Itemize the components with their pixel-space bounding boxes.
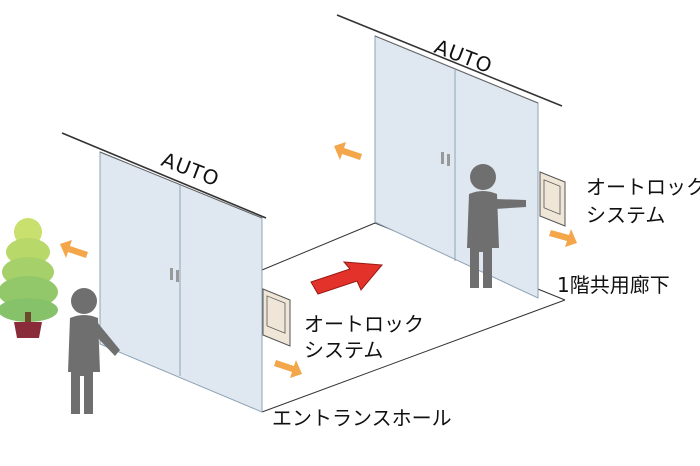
arrow-icon	[310, 261, 384, 295]
tree-icon	[0, 218, 58, 338]
autolock-rear-line2: システム	[586, 203, 665, 227]
entrance-hall-label: エントランスホール	[272, 406, 452, 430]
autolock-rear-line1: オートロック	[586, 175, 700, 199]
autolock-front-line2: システム	[304, 338, 383, 362]
arrow-icon	[60, 142, 577, 378]
keypad-icon	[539, 171, 566, 227]
keypad-icon	[262, 288, 291, 347]
front-auto-door	[61, 132, 267, 413]
person-icon	[68, 288, 120, 414]
corridor-label: 1階共用廊下	[557, 273, 670, 297]
person-icon	[467, 164, 526, 288]
autolock-front-line1: オートロック	[304, 312, 424, 336]
